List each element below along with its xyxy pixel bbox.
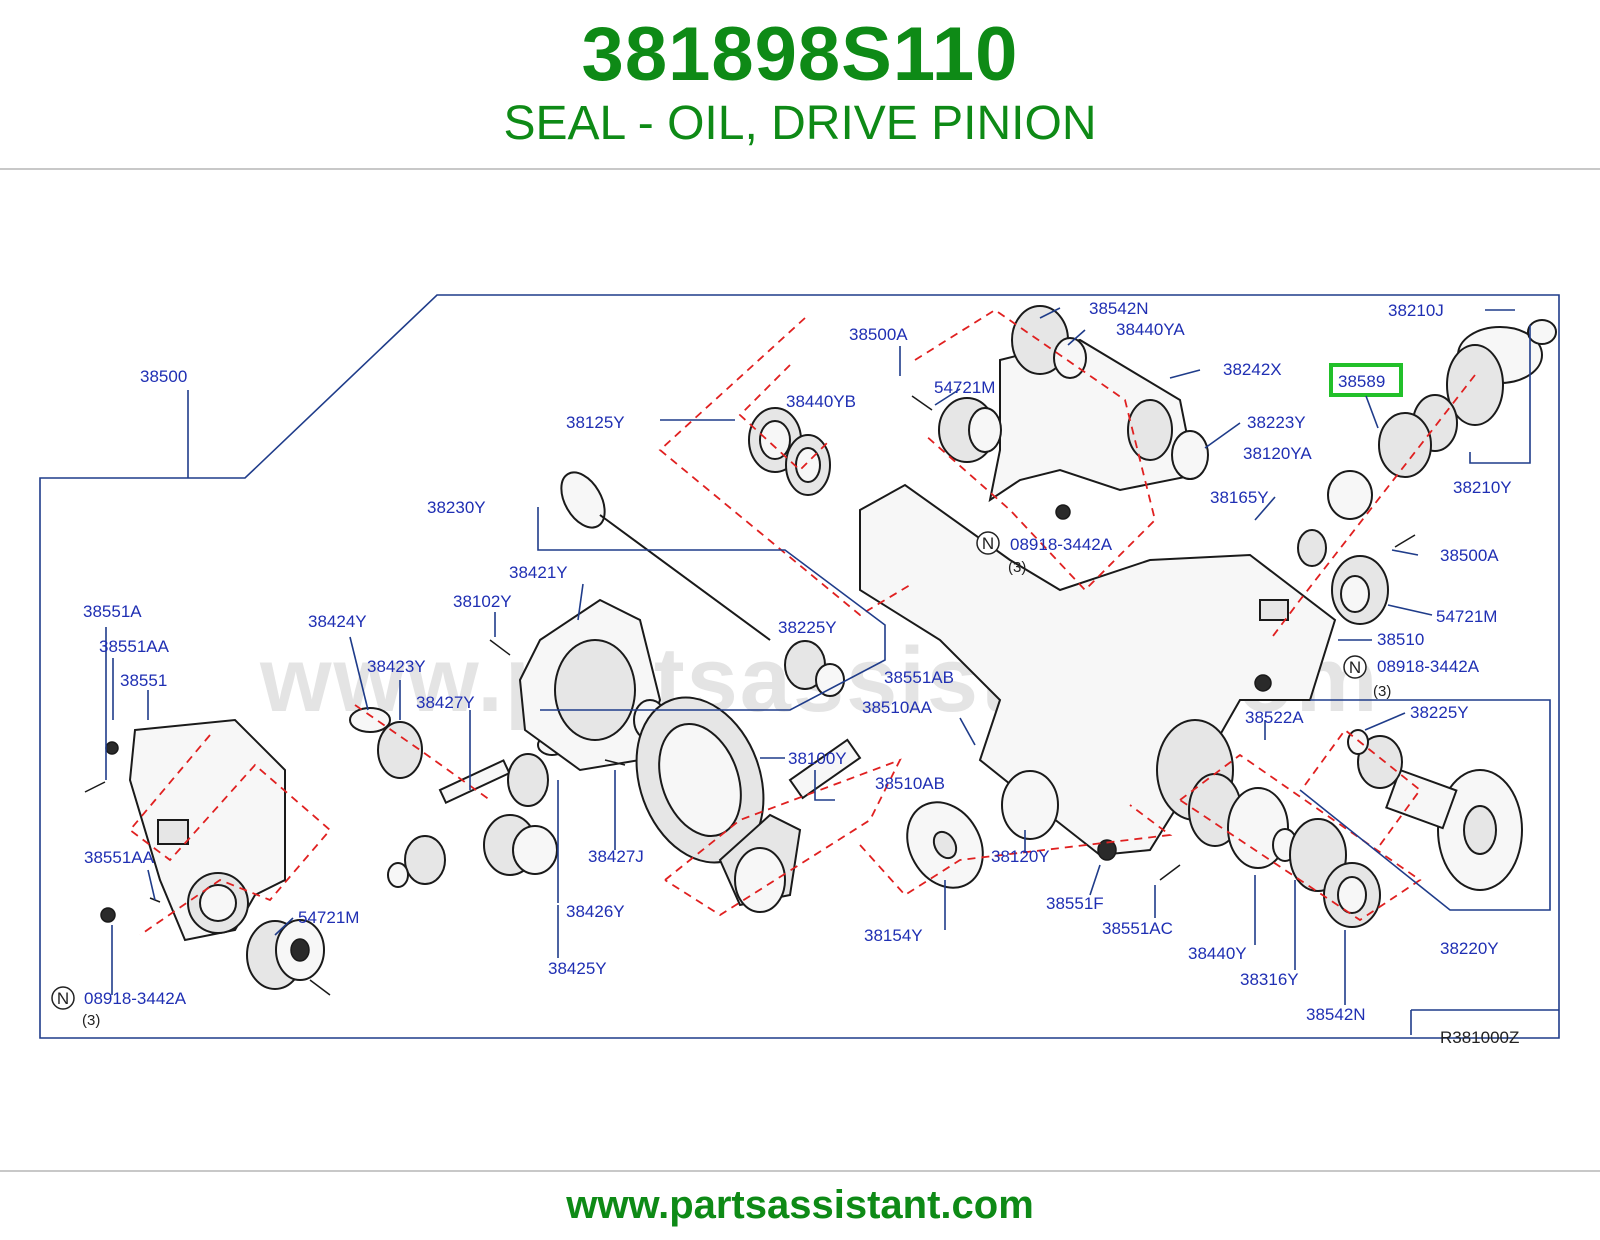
part-label-38522a[interactable]: 38522A: [1245, 708, 1304, 727]
part-label-38440y[interactable]: 38440Y: [1188, 944, 1247, 963]
part-label-38551[interactable]: 38551: [120, 671, 167, 690]
n-symbol-left: N: [57, 989, 69, 1008]
part-label-38225y-mid[interactable]: 38225Y: [778, 618, 837, 637]
part-label-54721m-left[interactable]: 54721M: [298, 908, 359, 927]
part-label-54721m-right[interactable]: 54721M: [1436, 607, 1497, 626]
part-label-38225y-right[interactable]: 38225Y: [1410, 703, 1469, 722]
axle-shaft-drawing: [560, 471, 845, 697]
pinion-bearings-upper-drawing: [748, 407, 831, 496]
part-label-38500a-top[interactable]: 38500A: [849, 325, 908, 344]
dashed-group-cover: [128, 734, 332, 936]
part-label-38551f[interactable]: 38551F: [1046, 894, 1104, 913]
part-label-38551ab[interactable]: 38551AB: [884, 668, 954, 687]
leader-38589: [1365, 395, 1379, 429]
diagram-reference-code: R381000Z: [1440, 1028, 1519, 1047]
part-label-38424y[interactable]: 38424Y: [308, 612, 367, 631]
part-label-38510ab[interactable]: 38510AB: [875, 774, 945, 793]
part-label-38426y[interactable]: 38426Y: [566, 902, 625, 921]
page-header: 381898S110 SEAL - OIL, DRIVE PINION: [0, 0, 1600, 168]
part-label-38423y[interactable]: 38423Y: [367, 657, 426, 676]
part-label-38165y[interactable]: 38165Y: [1210, 488, 1269, 507]
highlight-box-38589[interactable]: [1329, 363, 1403, 397]
dashed-group-seal: [859, 804, 1173, 897]
part-label-38427j[interactable]: 38427J: [588, 847, 644, 866]
part-label-38100y[interactable]: 38100Y: [788, 749, 847, 768]
part-labels: 38500 38500A 38542N 38440YA 38210J 38589…: [83, 299, 1512, 1024]
part-label-38551aa-bottom[interactable]: 38551AA: [84, 848, 155, 867]
dashed-group-side-bearings: [1179, 753, 1422, 922]
part-label-38230y[interactable]: 38230Y: [427, 498, 486, 517]
part-label-38316y[interactable]: 38316Y: [1240, 970, 1299, 989]
side-bearings-lower-drawing: [1097, 773, 1381, 928]
part-label-38425y[interactable]: 38425Y: [548, 959, 607, 978]
drive-pinion-drawing: [718, 738, 984, 913]
part-label-38551ac[interactable]: 38551AC: [1102, 919, 1173, 938]
part-label-08918-3442a-left[interactable]: 08918-3442A: [84, 989, 187, 1008]
note-n-symbols: [51, 531, 1367, 1010]
part-label-38500[interactable]: 38500: [140, 367, 187, 386]
footer-website-link[interactable]: www.partsassistant.com: [566, 1183, 1034, 1227]
part-label-38589-highlighted[interactable]: 38589: [1338, 372, 1385, 391]
mount-bushing-left-drawing: [246, 919, 331, 996]
dashed-group-pinion-housing: [658, 317, 911, 617]
part-label-38421y[interactable]: 38421Y: [509, 563, 568, 582]
ring-gear-drawing: [635, 696, 765, 864]
part-label-38220y[interactable]: 38220Y: [1440, 939, 1499, 958]
part-label-38210j[interactable]: 38210J: [1388, 301, 1444, 320]
qty-note-top: (3): [1008, 559, 1026, 576]
n-symbol-top: N: [982, 534, 994, 553]
n-symbol-right: N: [1349, 658, 1361, 677]
part-description: SEAL - OIL, DRIVE PINION: [503, 97, 1097, 150]
dashed-group-right-flange: [1304, 728, 1422, 846]
part-label-38427y[interactable]: 38427Y: [416, 693, 475, 712]
qty-note-right: (3): [1373, 683, 1391, 700]
part-label-38242x[interactable]: 38242X: [1223, 360, 1282, 379]
part-label-08918-3442a-right[interactable]: 08918-3442A: [1377, 657, 1480, 676]
qty-note-left: (3): [82, 1012, 100, 1029]
part-label-54721m-top[interactable]: 54721M: [934, 378, 995, 397]
part-label-38440yb[interactable]: 38440YB: [786, 392, 856, 411]
dashed-group-pinion-bearings: [738, 364, 831, 472]
part-label-38125y[interactable]: 38125Y: [566, 413, 625, 432]
part-label-38542n-top[interactable]: 38542N: [1089, 299, 1149, 318]
part-number-title: 381898S110: [581, 12, 1019, 97]
companion-flange-top-drawing: [1297, 319, 1557, 625]
part-label-38210y[interactable]: 38210Y: [1453, 478, 1512, 497]
part-label-38120y[interactable]: 38120Y: [991, 847, 1050, 866]
part-label-38102y[interactable]: 38102Y: [453, 592, 512, 611]
extension-tube-drawing: [911, 305, 1209, 520]
part-label-38551aa-top[interactable]: 38551AA: [99, 637, 170, 656]
part-label-38542n-bottom[interactable]: 38542N: [1306, 1005, 1366, 1024]
part-label-38510aa[interactable]: 38510AA: [862, 698, 933, 717]
dashed-group-ring-gear: [664, 758, 902, 917]
part-label-38510[interactable]: 38510: [1377, 630, 1424, 649]
part-label-38120ya[interactable]: 38120YA: [1243, 444, 1312, 463]
exploded-parts-diagram: N N N (3) (3) (3) 38500 38500A 38542N 38…: [39, 294, 1560, 1047]
rear-cover-drawing: [84, 718, 286, 942]
assembly-frame: [39, 294, 1560, 1039]
leader-lines: [105, 307, 1559, 1035]
dashed-axis-pinion-flange: [1269, 374, 1476, 641]
differential-gears-drawing: [349, 639, 567, 888]
header-divider: [0, 168, 1600, 170]
part-label-38223y[interactable]: 38223Y: [1247, 413, 1306, 432]
part-label-38551a[interactable]: 38551A: [83, 602, 142, 621]
part-label-38500a-right[interactable]: 38500A: [1440, 546, 1499, 565]
differential-case-drawing: [518, 598, 667, 772]
footer-divider: [0, 1170, 1600, 1172]
part-label-08918-3442a-top[interactable]: 08918-3442A: [1010, 535, 1113, 554]
part-label-38440ya[interactable]: 38440YA: [1116, 320, 1185, 339]
part-label-38154y[interactable]: 38154Y: [864, 926, 923, 945]
